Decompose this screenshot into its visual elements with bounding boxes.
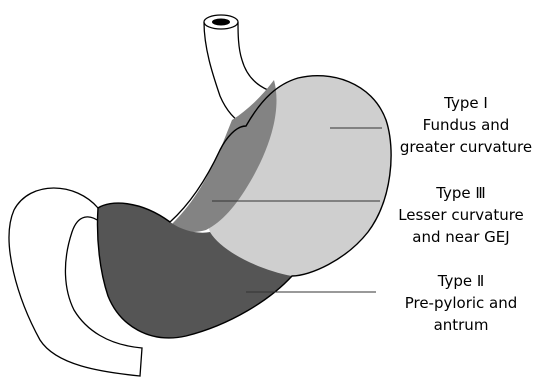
label-type-1: Type Ⅰ Fundus and greater curvature xyxy=(386,92,537,158)
label-type-1-desc-1: Fundus and xyxy=(386,114,537,136)
label-type-2-desc-2: antrum xyxy=(381,314,537,336)
label-type-1-title: Type Ⅰ xyxy=(386,92,537,114)
label-type-2-desc-1: Pre-pyloric and xyxy=(381,292,537,314)
label-type-3-desc-1: Lesser curvature xyxy=(381,204,537,226)
label-type-3-title: Type Ⅲ xyxy=(381,182,537,204)
label-type-2: Type Ⅱ Pre-pyloric and antrum xyxy=(381,270,537,336)
label-type-3-desc-2: and near GEJ xyxy=(381,226,537,248)
label-type-3: Type Ⅲ Lesser curvature and near GEJ xyxy=(381,182,537,248)
label-type-2-title: Type Ⅱ xyxy=(381,270,537,292)
label-type-1-desc-2: greater curvature xyxy=(386,136,537,158)
esophagus-lumen xyxy=(212,19,230,26)
